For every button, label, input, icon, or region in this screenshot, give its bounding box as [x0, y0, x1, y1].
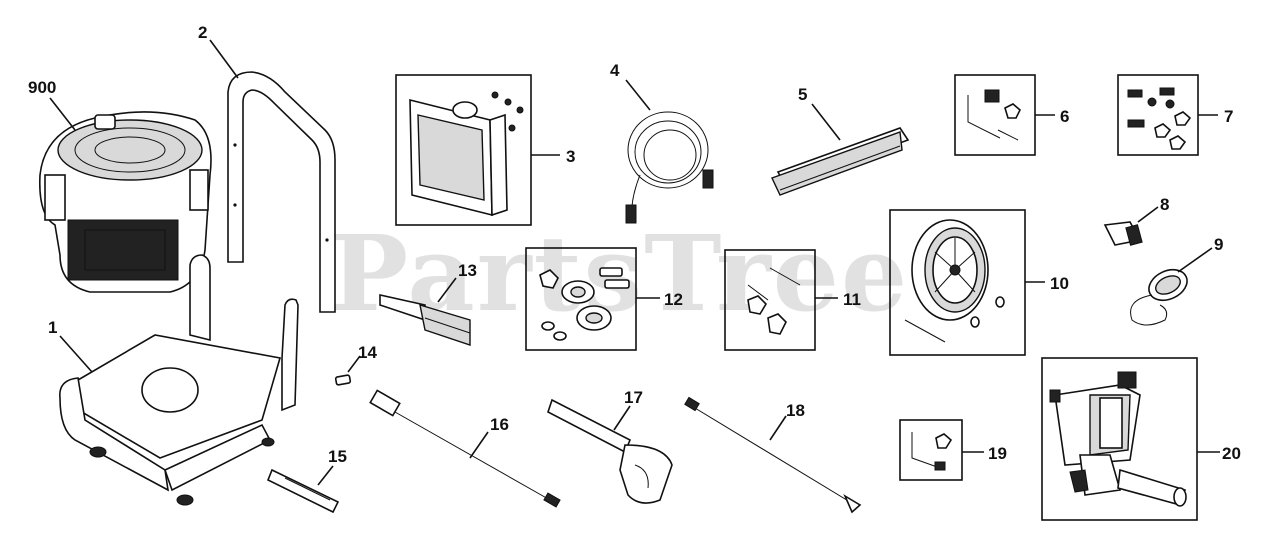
callout-900: 900 — [28, 78, 56, 97]
callout-17: 17 — [624, 388, 643, 407]
part-handle[interactable] — [227, 71, 336, 313]
box-hardware-6 — [954, 74, 1036, 156]
box-pump — [1041, 357, 1198, 521]
callout-16: 16 — [490, 415, 509, 434]
box-bearing-kit — [525, 247, 637, 351]
part-engine[interactable] — [38, 111, 212, 293]
part-hardware-11[interactable] — [747, 267, 801, 335]
callout-18: 18 — [786, 401, 805, 420]
callout-20: 20 — [1222, 444, 1241, 463]
callout-19: 19 — [988, 444, 1007, 463]
part-hardware-19[interactable] — [911, 432, 953, 471]
part-pump[interactable] — [1049, 371, 1187, 507]
callout-4: 4 — [610, 61, 620, 80]
part-hardware-7[interactable] — [1127, 87, 1192, 150]
part-hardware-6[interactable] — [967, 89, 1021, 141]
callout-6: 6 — [1060, 107, 1069, 126]
part-small-brush[interactable] — [379, 294, 471, 346]
callout-11: 11 — [843, 290, 861, 309]
callout-13: 13 — [458, 261, 477, 280]
part-pin[interactable] — [334, 374, 352, 386]
callout-3: 3 — [566, 147, 575, 166]
callout-5: 5 — [798, 85, 807, 104]
callout-7: 7 — [1224, 107, 1233, 126]
part-bearing-kit[interactable] — [539, 267, 630, 341]
callout-12: 12 — [664, 290, 683, 309]
part-wand[interactable] — [369, 389, 561, 508]
part-cap[interactable] — [1130, 264, 1192, 326]
part-frame[interactable] — [59, 254, 299, 506]
part-scrub-brush[interactable] — [771, 127, 910, 196]
callout-9: 9 — [1214, 235, 1223, 254]
part-control-panel[interactable] — [409, 91, 524, 217]
box-hardware-11 — [724, 249, 816, 351]
part-wheel[interactable] — [904, 219, 1005, 343]
callout-1: 1 — [48, 318, 57, 337]
callout-2: 2 — [198, 23, 207, 42]
box-panel-kit — [395, 74, 532, 226]
callout-10: 10 — [1050, 274, 1069, 293]
part-nozzle[interactable] — [1103, 221, 1143, 246]
callout-8: 8 — [1160, 195, 1169, 214]
part-hose[interactable] — [625, 111, 714, 224]
box-hardware-19 — [899, 419, 963, 481]
part-extension-wand[interactable] — [684, 396, 862, 514]
callout-14: 14 — [358, 343, 377, 362]
part-spray-tip[interactable] — [266, 468, 340, 514]
part-spray-gun[interactable] — [547, 398, 673, 504]
callout-15: 15 — [328, 447, 347, 466]
